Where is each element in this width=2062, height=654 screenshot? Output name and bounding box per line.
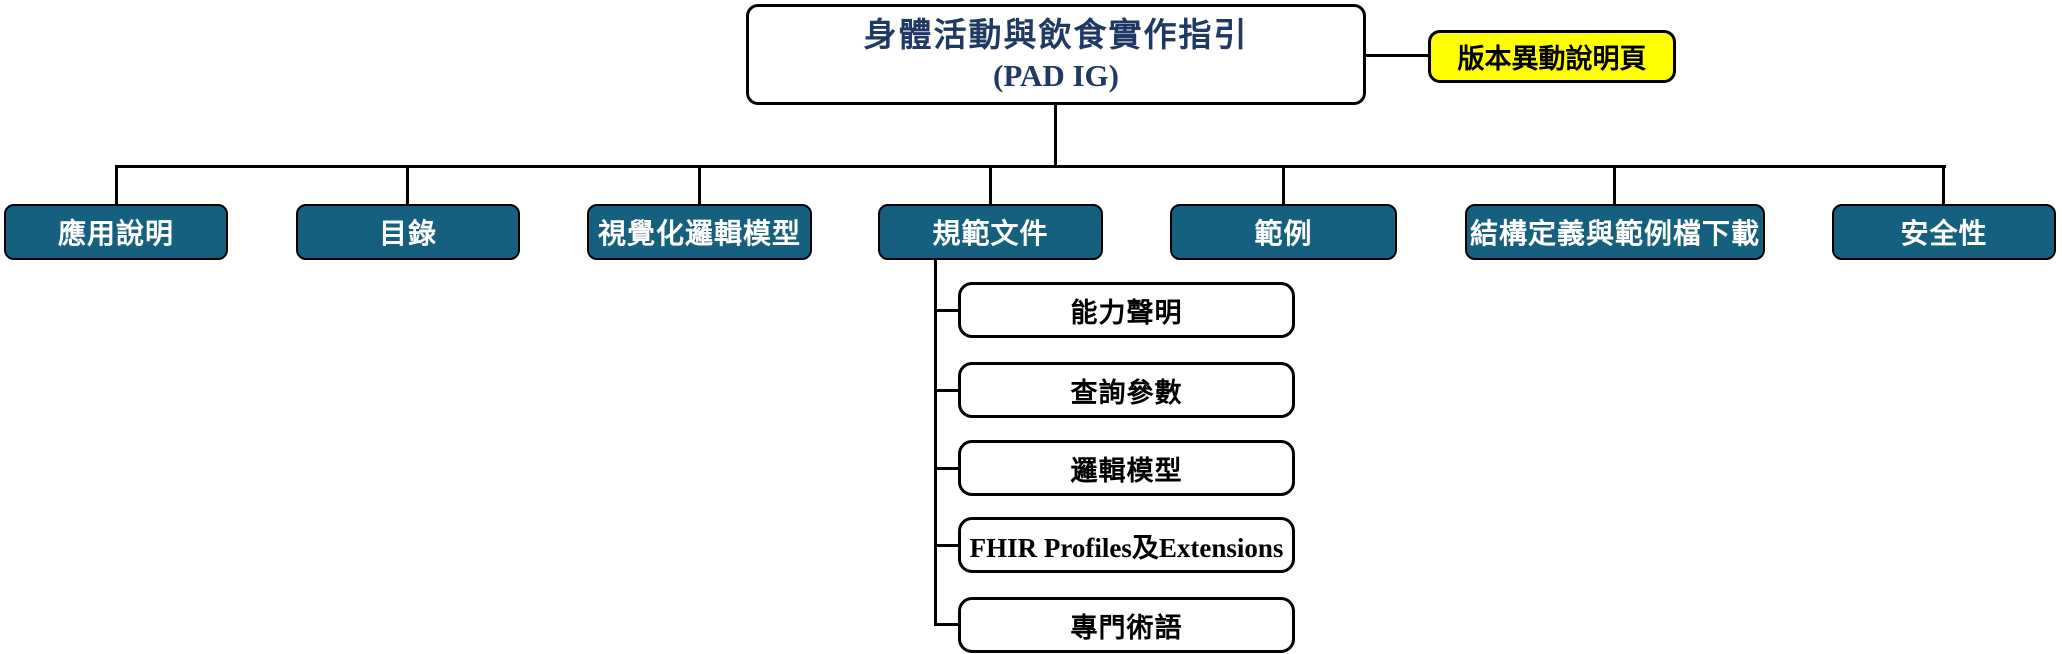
connector-root-trunk xyxy=(1054,105,1057,167)
connector-drop-1 xyxy=(115,165,118,204)
connector-stub-2 xyxy=(934,389,960,392)
node-branch-structure-definitions-download: 結構定義與範例檔下載 xyxy=(1465,204,1765,260)
node-child-fhir-profiles-extensions: FHIR Profiles及Extensions xyxy=(958,517,1295,573)
connector-sub-trunk xyxy=(934,260,937,626)
branch-label: 結構定義與範例檔下載 xyxy=(1469,218,1760,249)
node-root: 身體活動與飲食實作指引 (PAD IG) xyxy=(746,4,1366,105)
branch-label: 安全性 xyxy=(1900,218,1988,249)
connector-stub-4 xyxy=(934,544,960,547)
branch-label: 規範文件 xyxy=(932,218,1049,249)
child-label: 邏輯模型 xyxy=(1070,455,1183,486)
node-branch-spec-documents: 規範文件 xyxy=(878,204,1103,260)
note-label: 版本異動說明頁 xyxy=(1457,44,1647,74)
connector-drop-4 xyxy=(989,165,992,204)
node-branch-usage-notes: 應用說明 xyxy=(4,204,228,260)
connector-drop-7 xyxy=(1942,165,1945,204)
connector-note xyxy=(1366,54,1428,57)
branch-label: 範例 xyxy=(1254,218,1313,249)
child-label: 查詢參數 xyxy=(1070,377,1183,408)
root-title-line1: 身體活動與飲食實作指引 xyxy=(863,15,1249,53)
node-branch-examples: 範例 xyxy=(1170,204,1397,260)
node-child-terminology: 專門術語 xyxy=(958,597,1295,653)
connector-stub-1 xyxy=(934,309,960,312)
root-title-line2: (PAD IG) xyxy=(993,58,1119,94)
branch-label: 視覺化邏輯模型 xyxy=(597,218,801,249)
child-label: FHIR Profiles及Extensions xyxy=(969,532,1284,563)
branch-label: 應用說明 xyxy=(57,218,174,249)
connector-drop-6 xyxy=(1613,165,1616,204)
connector-drop-5 xyxy=(1282,165,1285,204)
node-child-logical-model: 邏輯模型 xyxy=(958,440,1295,496)
connector-stub-5 xyxy=(934,623,960,626)
branch-label: 目錄 xyxy=(378,218,437,249)
connector-drop-2 xyxy=(406,165,409,204)
node-branch-toc: 目錄 xyxy=(296,204,520,260)
connector-drop-3 xyxy=(698,165,701,204)
node-child-capability-statement: 能力聲明 xyxy=(958,282,1295,338)
node-branch-security: 安全性 xyxy=(1832,204,2056,260)
node-child-search-parameters: 查詢參數 xyxy=(958,362,1295,418)
connector-stub-3 xyxy=(934,467,960,470)
node-version-change-note: 版本異動說明頁 xyxy=(1428,30,1676,83)
node-branch-visual-logical-model: 視覺化邏輯模型 xyxy=(587,204,812,260)
child-label: 能力聲明 xyxy=(1070,297,1183,328)
connector-bus xyxy=(116,165,1946,168)
child-label: 專門術語 xyxy=(1070,612,1183,643)
